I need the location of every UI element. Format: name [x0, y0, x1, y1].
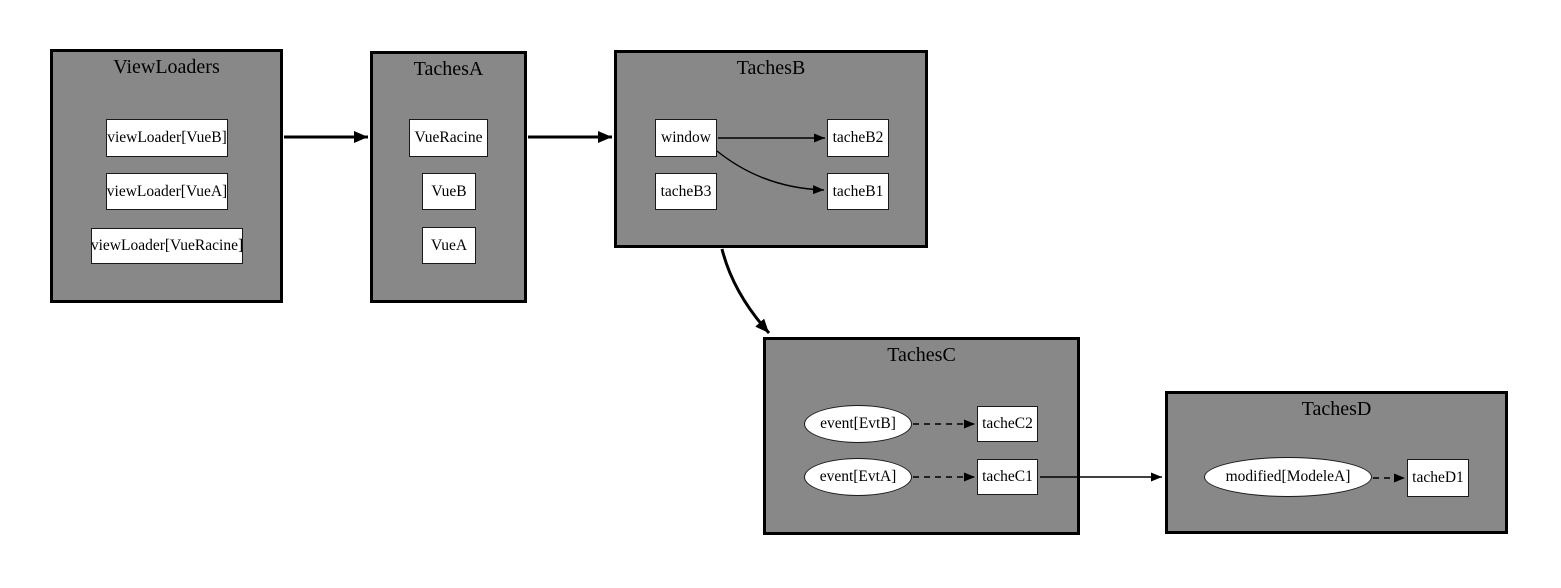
cluster-tachesa: TachesA VueRacine VueB VueA [370, 51, 527, 303]
cluster-tachesb-title: TachesB [736, 57, 806, 79]
cluster-viewloaders-title: ViewLoaders [113, 56, 220, 78]
node-tacheb2: tacheB2 [827, 119, 889, 157]
node-viewloader-vuea: viewLoader[VueA] [106, 173, 228, 210]
node-viewloader-vueracine: viewLoader[VueRacine] [91, 228, 243, 264]
node-tachec2: tacheC2 [977, 406, 1038, 442]
node-modified-modelea: modified[ModeleA] [1204, 457, 1372, 497]
cluster-tachesc-title: TachesC [887, 344, 956, 366]
edge-tachesb-to-tachesc [720, 248, 771, 335]
node-vuea: VueA [422, 227, 476, 264]
node-tacheb3: tacheB3 [655, 173, 717, 210]
node-vueb: VueB [422, 173, 476, 210]
node-vueracine: VueRacine [409, 119, 488, 157]
cluster-tachesb: TachesB window tacheB3 tacheB2 tacheB1 [614, 50, 928, 248]
node-viewloader-vueb: viewLoader[VueB] [106, 119, 228, 157]
node-event-evta: event[EvtA] [804, 458, 912, 496]
cluster-tachesd: TachesD modified[ModeleA] tacheD1 [1165, 391, 1508, 534]
cluster-tachesa-title: TachesA [413, 58, 484, 80]
node-event-evtb: event[EvtB] [804, 405, 912, 443]
node-tacheb1: tacheB1 [827, 173, 889, 210]
cluster-tachesd-title: TachesD [1301, 398, 1372, 420]
cluster-viewloaders: ViewLoaders viewLoader[VueB] viewLoader[… [50, 49, 283, 303]
node-tached1: tacheD1 [1407, 459, 1469, 497]
node-tachec1: tacheC1 [977, 459, 1038, 495]
node-window: window [655, 119, 717, 157]
cluster-tachesc: TachesC event[EvtB] tacheC2 event[EvtA] … [763, 337, 1080, 535]
